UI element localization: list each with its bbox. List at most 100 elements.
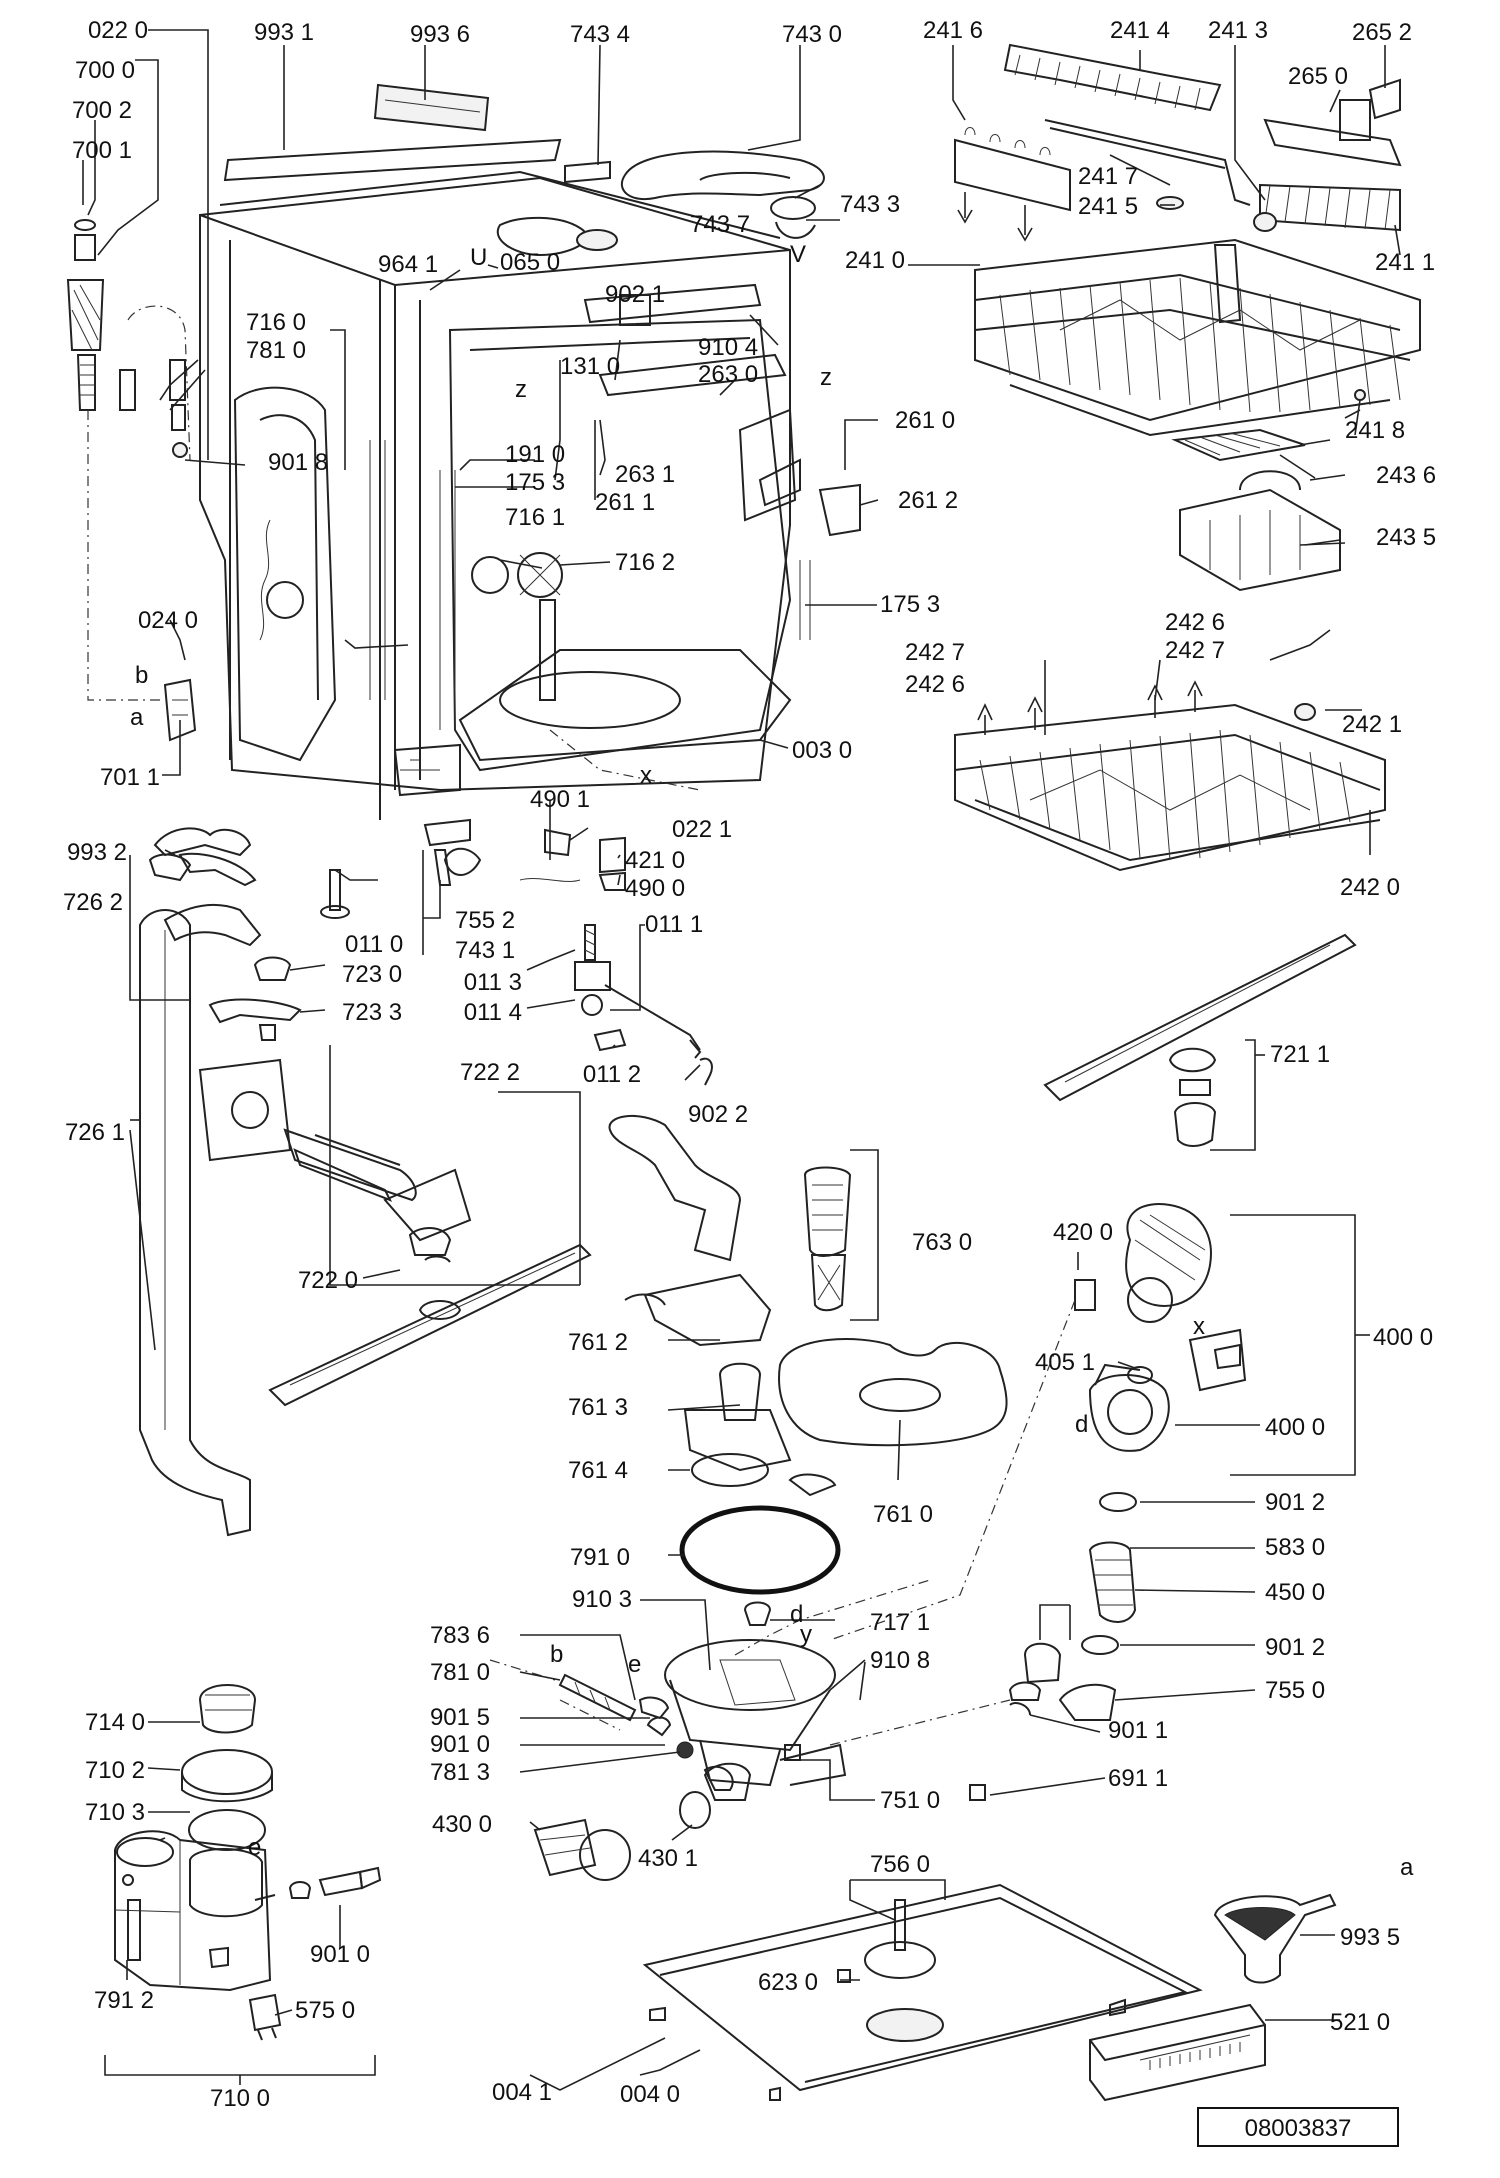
part-label-p0041: 004 1 (492, 2079, 552, 2106)
part-label-p9010a: 901 0 (430, 1731, 490, 1758)
part-label-p4500: 450 0 (1265, 1579, 1325, 1606)
part-label-p2413: 241 3 (1208, 17, 1268, 44)
salt-container-7100 (114, 1684, 276, 1992)
part-label-p2630: 263 0 (698, 361, 758, 388)
spray-arm-hub (208, 956, 302, 1041)
part-label-p0112: 011 2 (583, 1061, 641, 1088)
funnel-9935 (1213, 1893, 1337, 1984)
part-label-p9931: 993 1 (254, 19, 314, 46)
part-label-p2421: 242 1 (1342, 711, 1402, 738)
part-label-p9104: 910 4 (698, 334, 758, 361)
part-label-p7103: 710 3 (85, 1799, 145, 1826)
part-label-p7262: 726 2 (63, 889, 123, 916)
sump-7510 (664, 1601, 847, 1787)
part-label-p2416: 241 6 (923, 17, 983, 44)
part-label-p7810a: 781 0 (246, 337, 306, 364)
part-label-p2417: 241 7 (1078, 163, 1138, 190)
marker-y: y (800, 1621, 812, 1648)
part-label-p7550: 755 0 (1265, 1677, 1325, 1704)
part-label-p4200: 420 0 (1053, 1219, 1113, 1246)
part-label-p2436: 243 6 (1376, 462, 1436, 489)
part-label-p9022: 902 2 (688, 1101, 748, 1128)
marker-d1: d (790, 1601, 803, 1628)
part-label-p7002: 700 2 (72, 97, 132, 124)
marker-b1: b (135, 662, 148, 689)
float-switch-0111 (574, 924, 713, 1086)
part-label-p4300: 430 0 (432, 1811, 492, 1838)
part-label-p7140: 714 0 (85, 1709, 145, 1736)
marker-z2: z (820, 364, 832, 391)
part-label-p4051: 405 1 (1035, 1349, 1095, 1376)
part-label-p2411: 241 1 (1375, 249, 1435, 276)
lower-spray-arm-7220 (268, 1148, 592, 1407)
part-label-p0650: 065 0 (500, 249, 560, 276)
part-label-p7171: 717 1 (870, 1609, 930, 1636)
heater-bracket (539, 599, 556, 701)
part-label-p7630: 763 0 (912, 1229, 972, 1256)
part-label-p7433: 743 3 (840, 191, 900, 218)
part-label-p9936: 993 6 (410, 21, 470, 48)
part-label-p4900: 490 0 (625, 875, 685, 902)
marker-a2: a (1400, 1854, 1414, 1881)
part-label-p7912: 791 2 (94, 1987, 154, 2014)
marker-b2: b (550, 1641, 563, 1668)
part-label-p5210: 521 0 (1330, 2009, 1390, 2036)
part-label-p7437: 743 7 (690, 211, 750, 238)
marker-e2: e (248, 1834, 261, 1861)
part-label-p2611: 261 1 (595, 489, 655, 516)
part-label-p2415: 241 5 (1078, 193, 1138, 220)
rail-2417 (1044, 119, 1251, 206)
part-label-p0220: 022 0 (88, 17, 148, 44)
part-label-p2435: 243 5 (1376, 524, 1436, 551)
part-label-p9641: 964 1 (378, 251, 438, 278)
marker-x2: x (1193, 1313, 1205, 1340)
part-label-p9935: 993 5 (1340, 1924, 1400, 1951)
part-label-p2612: 261 2 (898, 487, 958, 514)
control-panel-5210 (1089, 2003, 1266, 2102)
part-label-p7220: 722 0 (298, 1267, 358, 1294)
fittings-9010 (248, 1866, 382, 2041)
part-label-p2427a: 242 7 (1165, 637, 1225, 664)
part-label-p5750: 575 0 (295, 1997, 355, 2024)
part-label-p0110: 011 0 (345, 931, 403, 958)
part-label-p2652: 265 2 (1352, 19, 1412, 46)
part-label-p2631: 263 1 (615, 461, 675, 488)
part-label-p9108: 910 8 (870, 1647, 930, 1674)
sump-gasket-7910 (679, 1505, 841, 1595)
part-label-p0111: 011 1 (645, 911, 703, 938)
top-insulation-strips (223, 83, 562, 182)
flap-2416 (954, 127, 1071, 242)
part-label-p7160: 716 0 (246, 309, 306, 336)
part-label-p1310: 131 0 (560, 353, 620, 380)
part-label-p0113: 011 3 (464, 969, 522, 996)
part-label-p7612: 761 2 (568, 1329, 628, 1356)
part-label-p2410: 241 0 (845, 247, 905, 274)
part-label-p4210: 421 0 (625, 847, 685, 874)
part-label-p7102: 710 2 (85, 1757, 145, 1784)
part-label-p7552: 755 2 (455, 907, 515, 934)
diagram-id-box: 08003837 (1197, 2107, 1399, 2147)
part-label-p7810b: 781 0 (430, 1659, 490, 1686)
part-label-p0114: 011 4 (464, 999, 522, 1026)
part-label-p7011: 701 1 (100, 764, 160, 791)
filter-7630 (803, 1166, 852, 1312)
cutlery-parts (1171, 389, 1366, 592)
part-label-p6911: 691 1 (1108, 1765, 1168, 1792)
part-label-p4000a: 400 0 (1373, 1324, 1433, 1351)
upper-basket (974, 238, 1421, 437)
part-label-p4301: 430 1 (638, 1845, 698, 1872)
part-label-p9932: 993 2 (67, 839, 127, 866)
marker-e1: e (628, 1651, 641, 1678)
part-label-p7510: 751 0 (880, 1787, 940, 1814)
part-label-p9103: 910 3 (572, 1586, 632, 1613)
part-label-p7161: 716 1 (505, 504, 565, 531)
part-label-p7230: 723 0 (342, 961, 402, 988)
upper-spray-arm-7211 (1043, 933, 1357, 1147)
float-7560 (837, 1899, 944, 2042)
tub-cabinet (199, 170, 861, 820)
part-label-p1753b: 175 3 (880, 591, 940, 618)
assembly-dash-lines (489, 729, 1076, 1746)
part-label-p7100: 710 0 (210, 2085, 270, 2112)
part-label-p4901: 490 1 (530, 786, 590, 813)
